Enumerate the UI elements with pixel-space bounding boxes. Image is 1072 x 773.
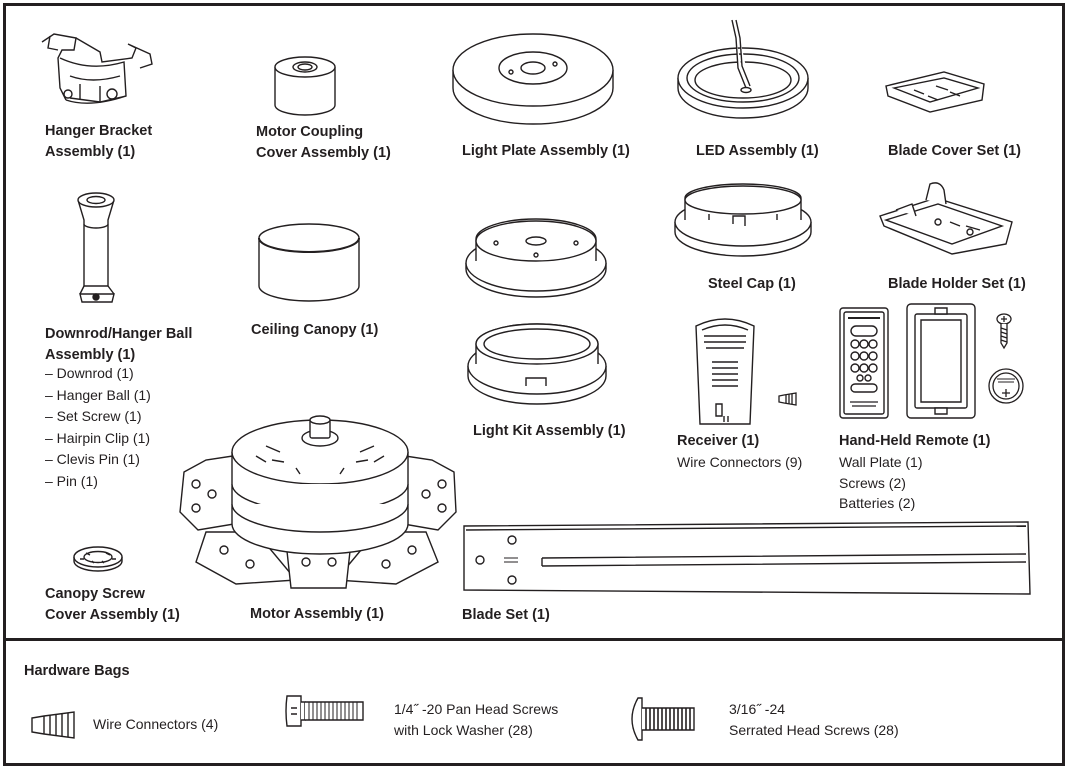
pan-head-screws-label: 1/4˝ -20 Pan Head Screws with Lock Washe… — [394, 699, 558, 741]
remote-icon — [838, 306, 890, 420]
label-line: Hanger Bracket — [45, 123, 153, 139]
led-assembly-icon — [676, 18, 811, 128]
downrod-label: Downrod/Hanger Ball Assembly (1) — [45, 324, 192, 366]
hardware-wire-connectors-label: Wire Connectors (4) — [93, 716, 219, 732]
label-line: Cover Assembly (1) — [45, 607, 180, 623]
diagram-frame — [3, 3, 1065, 766]
wall-plate-icon — [905, 302, 977, 420]
battery-icon — [987, 367, 1025, 405]
steel-cap-label: Steel Cap (1) — [708, 276, 796, 292]
list-item: – Hanger Ball (1) — [45, 386, 151, 403]
blade-cover-icon — [884, 70, 989, 115]
downrod-items: – Downrod (1) – Hanger Ball (1) – Set Sc… — [45, 363, 151, 492]
label-line: Assembly (1) — [45, 144, 136, 160]
motor-coupling-cover-icon — [273, 55, 337, 117]
list-item: Screws (2) — [839, 474, 906, 491]
light-kit-label: Light Kit Assembly (1) — [473, 423, 626, 439]
remote-label: Hand-Held Remote (1) — [839, 433, 991, 449]
steel-cap-icon — [673, 180, 813, 260]
label-line: Motor Coupling — [256, 124, 364, 140]
list-item: Batteries (2) — [839, 495, 916, 511]
list-item: – Hairpin Clip (1) — [45, 429, 151, 446]
label-line: Downrod/Hanger Ball — [45, 326, 193, 342]
wire-connector-icon — [30, 710, 76, 740]
canopy-screw-cover-icon — [72, 545, 124, 575]
list-item: – Pin (1) — [45, 472, 98, 489]
motor-coupling-label: Motor Coupling Cover Assembly (1) — [256, 122, 391, 164]
hardware-divider — [3, 638, 1065, 641]
hanger-bracket-icon — [40, 28, 155, 108]
blade-icon — [462, 520, 1032, 598]
receiver-icon — [694, 316, 756, 430]
label-line: Serrated Head Screws (28) — [729, 722, 899, 738]
screw-icon — [996, 313, 1012, 349]
wire-connector-icon — [778, 391, 798, 407]
canopy-screw-label: Canopy Screw Cover Assembly (1) — [45, 584, 180, 626]
receiver-label: Receiver (1) — [677, 433, 760, 449]
downrod-icon — [72, 190, 122, 310]
remote-items: Wall Plate (1) Screws (2) Batteries (2) — [839, 452, 923, 514]
list-item: – Downrod (1) — [45, 365, 134, 381]
label-line: 1/4˝ -20 Pan Head Screws — [394, 701, 559, 717]
label-line: Cover Assembly (1) — [256, 145, 391, 161]
label-line: Canopy Screw — [45, 586, 145, 602]
hanger-bracket-label: Hanger Bracket Assembly (1) — [45, 121, 152, 163]
label-line: Assembly (1) — [45, 347, 136, 363]
ceiling-canopy-label: Ceiling Canopy (1) — [251, 322, 379, 338]
blade-holder-set-label: Blade Holder Set (1) — [888, 276, 1026, 292]
list-item: – Set Screw (1) — [45, 408, 142, 424]
motor-assembly-icon — [176, 412, 461, 592]
light-kit-icon — [464, 213, 609, 301]
wire-connectors-label: Wire Connectors (9) — [677, 454, 803, 470]
light-plate-label: Light Plate Assembly (1) — [462, 143, 630, 159]
light-kit-ring-icon — [466, 318, 608, 408]
ceiling-canopy-icon — [257, 222, 361, 306]
blade-set-label: Blade Set (1) — [462, 607, 550, 623]
motor-assembly-label: Motor Assembly (1) — [250, 606, 385, 622]
led-assembly-label: LED Assembly (1) — [696, 143, 819, 159]
blade-holder-icon — [876, 182, 1016, 257]
pan-head-screw-icon — [283, 688, 367, 734]
label-line: 3/16˝ -24 — [729, 701, 786, 717]
label-line: with Lock Washer (28) — [394, 722, 533, 738]
serrated-screws-label: 3/16˝ -24 Serrated Head Screws (28) — [729, 699, 899, 741]
blade-cover-set-label: Blade Cover Set (1) — [888, 143, 1021, 159]
list-item: Wall Plate (1) — [839, 454, 923, 470]
hardware-bags-title: Hardware Bags — [24, 663, 130, 679]
light-plate-icon — [451, 32, 616, 127]
list-item: – Clevis Pin (1) — [45, 451, 140, 467]
serrated-screw-icon — [624, 694, 696, 744]
